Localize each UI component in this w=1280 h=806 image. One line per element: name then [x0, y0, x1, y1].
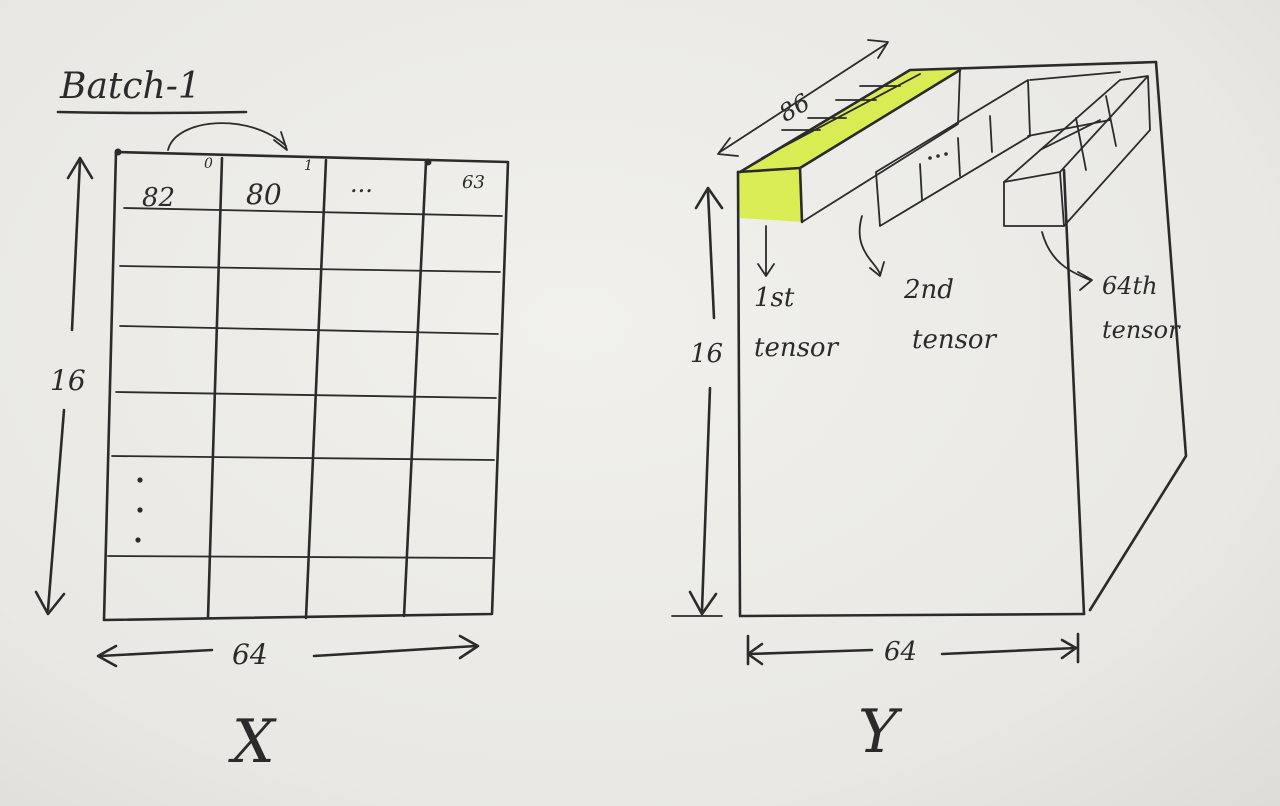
height-dim-line: [46, 408, 66, 612]
matrix-x-row-line: [119, 325, 499, 335]
cell-value: 82: [142, 183, 175, 213]
tensor-label-ordinal: 64th: [1102, 272, 1158, 300]
front-face: [736, 170, 1086, 618]
pointer-1st: [757, 225, 775, 277]
height-dim-line: [700, 386, 712, 612]
index-mark: 0: [204, 156, 213, 172]
curved-arrow-head: [273, 131, 288, 151]
title-underline: [56, 110, 248, 115]
arrow-depth-high: [867, 39, 889, 59]
width-label: 64: [884, 637, 917, 667]
arrow-depth-low: [717, 137, 739, 157]
matrix-x-col-line: [402, 160, 428, 618]
arrow-right: [1060, 632, 1080, 664]
width-dim-line: [940, 646, 1078, 656]
slice-dot: [936, 154, 940, 158]
width-dim-line: [312, 644, 478, 658]
matrix-x-row-line: [107, 555, 493, 559]
slice-64-cells: [1039, 95, 1117, 171]
curved-arrow: [167, 122, 287, 151]
tensor-block-y: 86 16 64 1st tensor 2nd tensor 64th tens…: [671, 39, 1188, 767]
slice-1-edge: [801, 69, 961, 223]
arrow-down: [34, 590, 66, 616]
title-group: Batch-1: [56, 66, 248, 115]
pointer-64th: [1041, 231, 1093, 291]
pointer-2nd: [858, 215, 885, 277]
slice-2-cells: [919, 115, 993, 201]
page-title: Batch-1: [59, 66, 201, 107]
height-label: 16: [690, 339, 723, 369]
matrix-x-row-line: [111, 455, 495, 461]
tensor-label-word: tensor: [1102, 316, 1181, 344]
caption-y: Y: [858, 697, 903, 767]
arrow-up: [66, 156, 94, 180]
width-label: 64: [232, 638, 268, 671]
height-label: 16: [50, 364, 86, 397]
height-dim-line: [70, 158, 82, 332]
width-dim-line: [98, 648, 214, 658]
caption-x: X: [228, 707, 277, 777]
tensor-label-word: tensor: [754, 333, 840, 363]
front-face-right: [1062, 168, 1086, 616]
side-face: [1088, 60, 1188, 612]
ellipsis-dot: [137, 507, 143, 513]
highlight-top: [738, 70, 960, 172]
highlight-front: [738, 168, 802, 222]
tensor-label-word: tensor: [912, 325, 998, 355]
arrow-left: [96, 644, 118, 668]
tensor-label-ordinal: 1st: [754, 283, 795, 313]
ellipsis-dot: [137, 477, 143, 483]
cell-value: 63: [462, 172, 485, 193]
matrix-x: 82 80 ... 63 0 1 16 64 X: [34, 122, 510, 777]
arrow-left: [746, 634, 764, 666]
corner-dot: [424, 158, 432, 166]
cell-value: 80: [246, 178, 282, 211]
ellipsis-dot: [135, 537, 141, 543]
slice-2: [875, 79, 1031, 227]
matrix-x-col-line: [304, 158, 328, 620]
arrow-right: [458, 634, 480, 660]
slice-64-front: [1003, 171, 1065, 227]
matrix-x-col-line: [206, 156, 224, 620]
arrow-down: [688, 590, 718, 616]
width-dim-line: [746, 648, 874, 656]
index-mark: 1: [304, 158, 313, 174]
height-dim-line: [706, 190, 716, 320]
slice-1: [736, 68, 962, 224]
matrix-x-border: [102, 150, 510, 622]
top-separators: [1027, 71, 1121, 137]
cell-value: ...: [350, 170, 373, 198]
slice-dot: [928, 156, 932, 160]
matrix-x-row-line: [115, 391, 497, 399]
slice-64-top: [1003, 75, 1151, 227]
arrow-up: [694, 186, 724, 210]
slice-dot: [944, 152, 948, 156]
slice-1-cells: [761, 73, 921, 159]
tensor-label-ordinal: 2nd: [903, 275, 954, 305]
matrix-x-row-line: [123, 207, 503, 217]
top-back-edge: [738, 60, 1158, 174]
matrix-x-row-line: [119, 265, 501, 273]
depth-dim-line: [719, 43, 887, 153]
corner-dot: [114, 148, 122, 156]
